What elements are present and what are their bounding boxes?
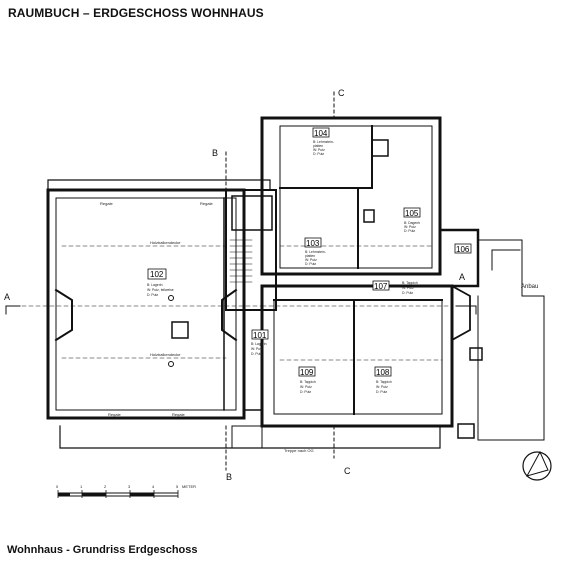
scale-unit: METER xyxy=(182,484,196,489)
scale-tick-4: 4 xyxy=(152,484,155,489)
room-id-108: 108 xyxy=(376,368,390,377)
room-104-desc-3: W: Putz xyxy=(313,148,325,152)
label-holzbalken-2: Holzbalkendecke xyxy=(150,352,181,357)
room-id-107: 107 xyxy=(374,282,388,291)
room-103-desc-2: platten xyxy=(305,254,315,258)
scale-tick-1: 1 xyxy=(80,484,83,489)
room-105-desc-3: D: Putz xyxy=(404,229,415,233)
label-holzbalken-1: Holzbalkendecke xyxy=(150,240,181,245)
room-102-desc-2: W: Putz, teilweise xyxy=(147,288,174,292)
room-101-desc-1: B: Lagerin xyxy=(251,342,267,346)
chimney-105 xyxy=(363,209,375,223)
bottom-strip xyxy=(59,425,441,449)
room-id-101: 101 xyxy=(253,331,267,340)
room-107-desc-2: W: Putz xyxy=(402,286,414,290)
section-mark-a-right: A xyxy=(459,272,465,282)
wall-right-bay xyxy=(450,284,471,342)
room-109-desc-2: W: Putz xyxy=(300,385,312,389)
wall-upper-middle-inner xyxy=(279,125,433,269)
scale-tick-0: 0 xyxy=(56,484,59,489)
room-109-desc-3: D: Putz xyxy=(300,390,311,394)
scale-tick-5: 5 xyxy=(176,484,179,489)
room-108-desc-1: B: Tappich xyxy=(376,380,392,384)
section-mark-a-left: A xyxy=(4,292,10,302)
room-104-desc-2: platten xyxy=(313,144,323,148)
room-102-column xyxy=(168,295,174,301)
wall-top-strip xyxy=(47,179,271,191)
room-108-desc-3: D: Putz xyxy=(376,390,387,394)
room-id-104: 104 xyxy=(314,129,328,138)
room-102-desc-1: B: Lagerin xyxy=(147,283,163,287)
stair-treads xyxy=(229,239,253,283)
drawing-caption: Wohnhaus - Grundriss Erdgeschoss xyxy=(7,544,198,556)
room-102-pillar xyxy=(171,321,189,339)
wall-anbau xyxy=(477,239,545,441)
wall-101 xyxy=(243,309,263,411)
section-mark-c-top: C xyxy=(338,88,345,98)
wall-anbau-step xyxy=(491,249,521,271)
section-mark-c-bottom: C xyxy=(344,466,351,476)
anbau-label: Anbau xyxy=(521,284,538,290)
label-treppe: Treppe nach OG xyxy=(284,448,314,453)
room-id-106: 106 xyxy=(456,245,470,254)
room-103-desc-4: D: Putz xyxy=(305,262,316,266)
wall-left-block xyxy=(46,188,246,420)
section-line-b xyxy=(225,91,335,471)
facade-bay-left xyxy=(54,288,73,342)
facade-bay-right xyxy=(221,288,238,342)
chimney-block xyxy=(231,195,273,231)
room-104-desc-4: D: Putz xyxy=(313,152,324,156)
scale-tick-2: 2 xyxy=(104,484,107,489)
room-id-105: 105 xyxy=(405,209,419,218)
scale-tick-3: 3 xyxy=(128,484,131,489)
wall-lower-block xyxy=(260,284,454,428)
scale-bar: 0 1 2 3 4 5 METER xyxy=(56,484,196,498)
page-title: RAUMBUCH – ERDGESCHOSS WOHNHAUS xyxy=(8,6,264,20)
room-id-103: 103 xyxy=(306,239,320,248)
room-102-column-2 xyxy=(168,361,174,367)
chimney-104 xyxy=(371,139,389,157)
section-mark-b-top: B xyxy=(212,148,218,158)
room-id-109: 109 xyxy=(300,368,314,377)
room-104-desc-1: B: Lehmstein- xyxy=(313,140,334,144)
wall-106 xyxy=(438,228,480,288)
bottom-stair xyxy=(231,425,263,449)
small-square-1 xyxy=(457,423,475,439)
room-107-desc-1: B: Tappich xyxy=(402,281,418,285)
room-id-102: 102 xyxy=(150,270,164,279)
room-id-boxes xyxy=(147,127,472,377)
room-109-desc-1: B: Tappich xyxy=(300,380,316,384)
room-108-desc-2: W: Putz xyxy=(376,385,388,389)
label-regale-top-1: Regale xyxy=(100,201,113,206)
room-102-desc-3: D: Putz xyxy=(147,293,158,297)
room-105-desc-2: W: Putz xyxy=(404,225,416,229)
wall-upper-middle xyxy=(260,116,442,276)
room-103-desc-1: B: Lehmstein- xyxy=(305,250,326,254)
room-101-desc-3: D: Putz xyxy=(251,352,262,356)
stair-block xyxy=(225,189,277,311)
wall-left-block-inner xyxy=(55,197,237,411)
label-regale-bottom-2: Regale xyxy=(172,412,185,417)
label-regale-bottom-1: Regale xyxy=(108,412,121,417)
label-regale-top-2: Regale xyxy=(200,201,213,206)
wall-lower-inner xyxy=(273,299,443,415)
section-line-a xyxy=(5,305,477,315)
room-103-desc-3: W: Putz xyxy=(305,258,317,262)
north-arrow-circle xyxy=(522,451,552,481)
room-107-desc-3: D: Putz xyxy=(402,291,413,295)
section-mark-b-bottom: B xyxy=(226,472,232,482)
beam-lines xyxy=(7,245,453,361)
room-105-desc-1: B: Dagenh xyxy=(404,221,420,225)
small-square-2 xyxy=(469,347,483,361)
north-arrow xyxy=(525,450,549,477)
room-101-desc-2: W: Putz xyxy=(251,347,263,351)
